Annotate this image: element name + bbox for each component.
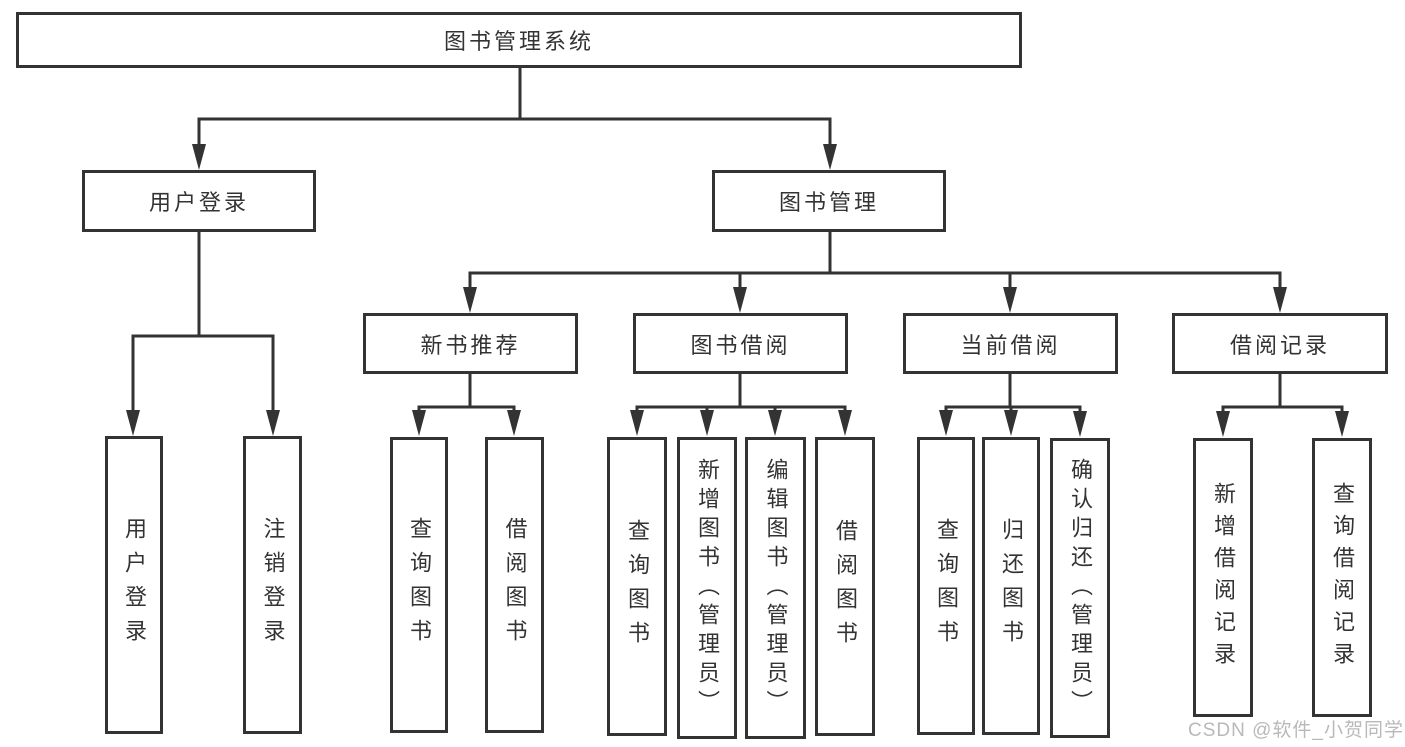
node-new-books: 新书推荐 — [363, 313, 578, 374]
connector-book-borrow-children — [630, 374, 852, 436]
node-new-books-borrow-leaf: 借阅图书 — [485, 437, 544, 733]
node-current-borrow-query-leaf: 查询图书 — [917, 437, 975, 735]
connector-root-to-branches — [192, 68, 837, 170]
connector-book-management-sections — [463, 232, 1287, 313]
node-logout-leaf: 注销登录 — [243, 436, 302, 734]
connector-new-books-children — [412, 374, 521, 436]
node-borrow-records-query-leaf: 查询借阅记录 — [1312, 438, 1372, 717]
node-user-login: 用户登录 — [82, 170, 316, 232]
connector-borrow-records-children — [1216, 374, 1349, 437]
node-current-borrow-confirm-leaf: 确认归还（管理员） — [1050, 438, 1110, 738]
connector-current-borrow-children — [939, 374, 1087, 437]
node-book-borrow-edit-leaf: 编辑图书（管理员） — [745, 437, 806, 739]
node-root: 图书管理系统 — [16, 12, 1022, 68]
node-current-borrow: 当前借阅 — [903, 313, 1118, 374]
node-user-login-leaf: 用户登录 — [105, 436, 163, 734]
node-book-borrow-borrow-leaf: 借阅图书 — [815, 437, 875, 736]
csdn-watermark: CSDN @软件_小贺同学 — [1188, 720, 1404, 741]
connector-user-login-children — [126, 232, 280, 436]
node-borrow-records: 借阅记录 — [1172, 313, 1388, 374]
node-book-borrow-add-leaf: 新增图书（管理员） — [677, 437, 737, 739]
node-current-borrow-return-leaf: 归还图书 — [982, 437, 1040, 735]
node-new-books-query-leaf: 查询图书 — [390, 437, 448, 733]
node-book-borrow: 图书借阅 — [633, 313, 848, 374]
node-borrow-records-add-leaf: 新增借阅记录 — [1193, 438, 1253, 717]
node-book-borrow-query-leaf: 查询图书 — [607, 437, 667, 736]
node-book-management: 图书管理 — [712, 170, 946, 232]
